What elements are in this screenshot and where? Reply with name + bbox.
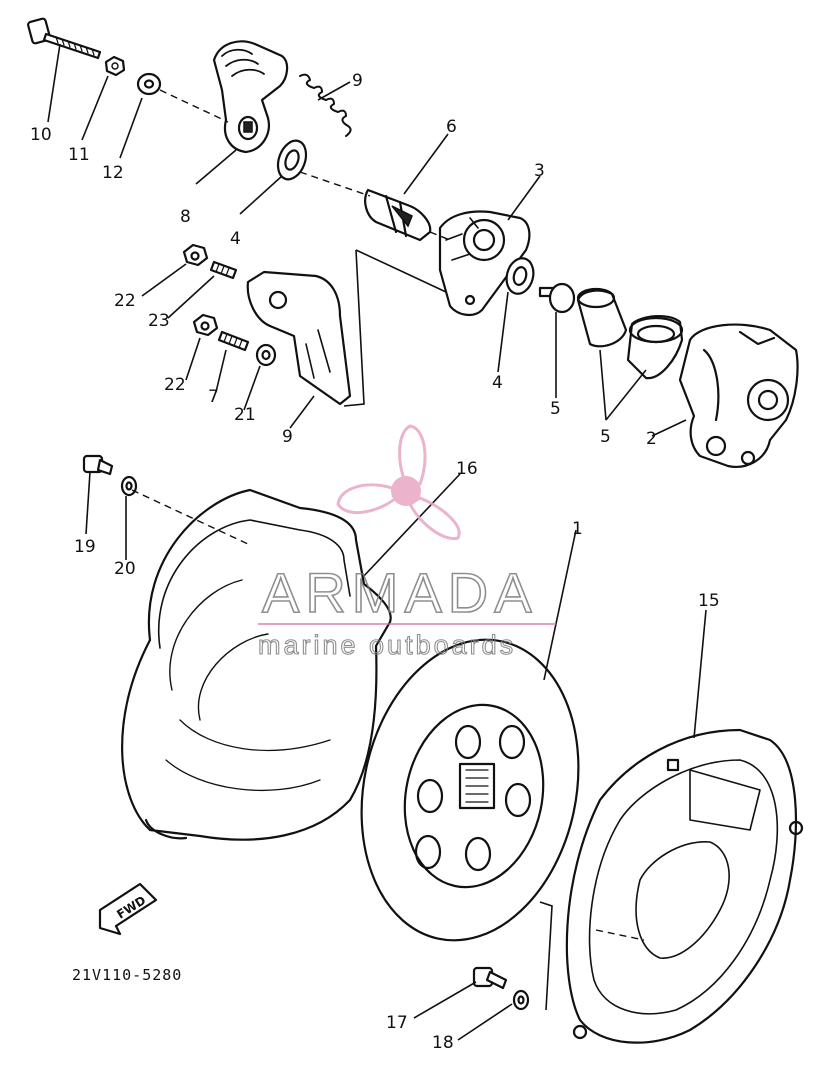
nut-part-13 (104, 55, 126, 77)
spring-part-11 (299, 73, 352, 137)
washer-part-18 (512, 989, 530, 1011)
oil-seal-part-4-upper (276, 139, 308, 181)
recoil-housing-part-16 (121, 488, 392, 841)
callout-21: 21 (234, 405, 256, 425)
callout-11: 9 (352, 71, 363, 91)
callout-20: 20 (114, 559, 136, 579)
nut-part-22-upper (182, 243, 209, 267)
callout-2: 2 (646, 429, 657, 449)
callout-17: 17 (386, 1013, 408, 1033)
callout-6: 5 (550, 399, 561, 419)
drawing-code: 21V110-5280 (72, 966, 182, 984)
callout-8: 7 (208, 387, 219, 407)
callout-5: 5 (600, 427, 611, 447)
bolt-part-12 (27, 17, 102, 60)
callout-13: 11 (68, 145, 90, 165)
stud-part-23 (209, 260, 238, 280)
shift-cam-part-7 (364, 188, 432, 242)
fwd-direction-arrow-icon: FWD (98, 882, 158, 936)
bolt-part-19 (82, 454, 114, 476)
washer-part-21 (255, 343, 277, 367)
callout-12: 10 (30, 125, 52, 145)
callout-9: 9 (282, 427, 293, 447)
callout-18: 18 (432, 1033, 454, 1053)
watermark-brand: ARMADA (262, 561, 538, 624)
nut-part-22-lower (192, 313, 219, 337)
callout-16: 16 (456, 459, 478, 479)
gear-housing-part-2 (678, 323, 799, 468)
callout-leaders (47, 43, 707, 1041)
callout-23: 23 (148, 311, 170, 331)
callout-10: 8 (180, 207, 191, 227)
flywheel-part-1 (360, 638, 580, 942)
callout-1: 1 (572, 519, 583, 539)
callout-labels: 10 11 12 8 9 4 6 3 22 23 22 7 21 9 4 5 5… (30, 71, 720, 1053)
oil-seal-part-4-lower (505, 257, 535, 295)
callout-4-upper: 4 (230, 229, 241, 249)
plunger-part-6 (538, 282, 576, 314)
bearing-housing-part-3 (438, 210, 531, 316)
armada-watermark: ARMADA marine outboards (257, 424, 556, 661)
bushing-part-5-b (626, 315, 684, 380)
bolt-part-17 (472, 966, 508, 990)
callout-19: 19 (74, 537, 96, 557)
callout-3: 3 (534, 161, 545, 181)
propeller-logo-icon (336, 424, 461, 541)
callout-22-lower: 22 (164, 375, 186, 395)
callout-14: 12 (102, 163, 124, 183)
callout-22-upper: 22 (114, 291, 136, 311)
callout-15: 15 (698, 591, 720, 611)
bushing-part-5-a (576, 287, 628, 348)
callout-7: 6 (446, 117, 457, 137)
stud-part-8 (217, 330, 250, 352)
assembly-lines (131, 89, 645, 1011)
mount-bracket-part-9 (246, 270, 352, 406)
washer-part-20 (120, 475, 138, 497)
callout-4-lower: 4 (492, 373, 503, 393)
washer-part-14 (136, 72, 162, 96)
shift-lever-part-10 (212, 40, 289, 154)
watermark-tagline: marine outboards (258, 630, 516, 660)
base-plate-part-15 (565, 728, 804, 1044)
